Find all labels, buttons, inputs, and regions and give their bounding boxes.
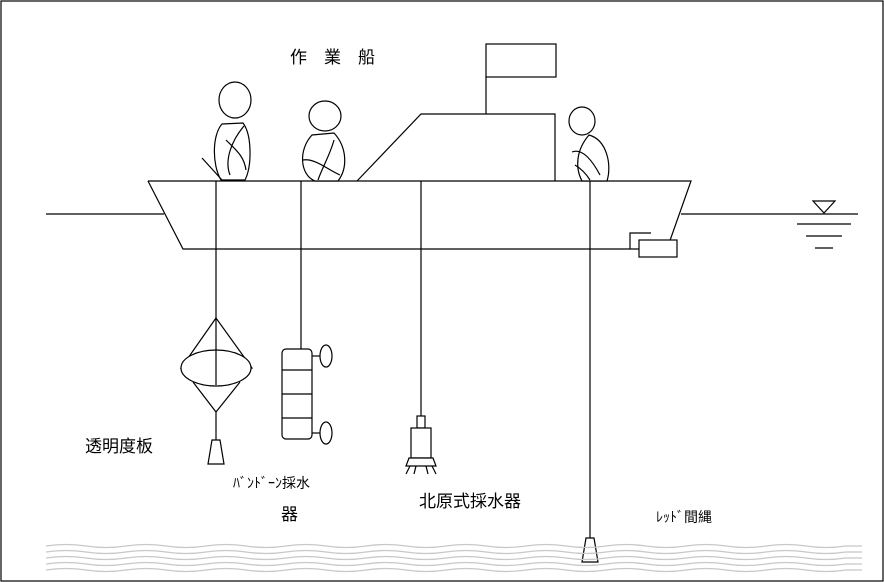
worker-2 [302, 100, 346, 182]
secchi-disk [179, 316, 254, 465]
ship-cabin [356, 43, 557, 182]
seabed [45, 543, 862, 573]
lead-weight [581, 537, 599, 563]
van-dorn-label-line2: 器 [281, 505, 298, 525]
lead-line-label: ﾚｯﾄﾞ間縄 [656, 510, 712, 526]
water-level-symbol [797, 200, 851, 249]
worker-3 [568, 106, 610, 182]
kitahara-sampler-label: 北原式採水器 [419, 492, 521, 512]
van-dorn-label-line1: ﾊﾞﾝﾄﾞｰﾝ採水 [233, 476, 310, 492]
ship-hull [147, 180, 692, 258]
van-dorn-sampler [281, 344, 333, 445]
sampling-lines [215, 181, 591, 538]
ship-label: 作 業 船 [290, 48, 375, 68]
worker-1 [201, 81, 252, 181]
secchi-disk-label: 透明度板 [85, 437, 153, 457]
kitahara-sampler [405, 415, 437, 475]
